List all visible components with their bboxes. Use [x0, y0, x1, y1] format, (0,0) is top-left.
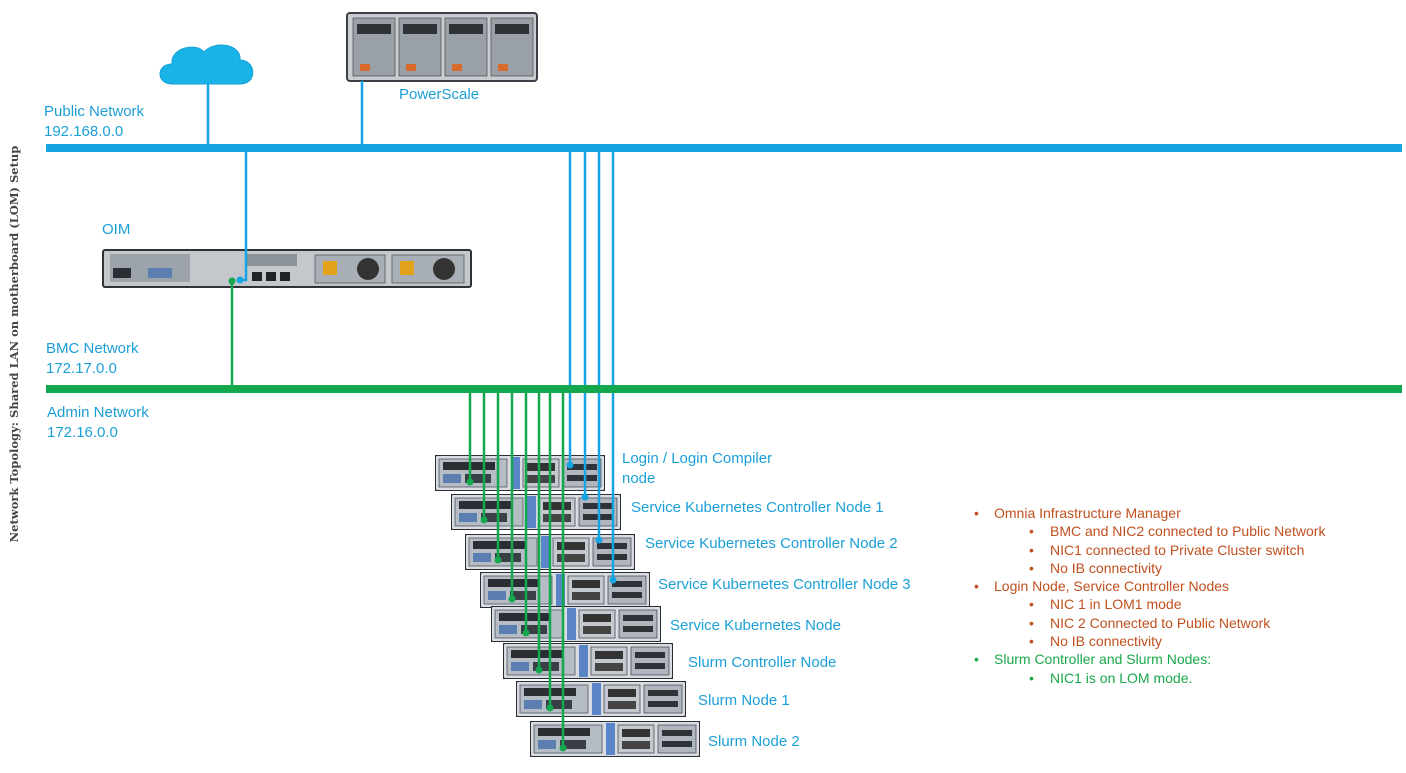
node-k8s-node	[491, 606, 661, 642]
public-network-name: Public Network	[44, 103, 145, 120]
node-label-slurm-controller: Slurm Controller Node	[688, 654, 837, 671]
note-subitem: No IB connectivity	[972, 632, 1325, 651]
bmc-network-subnet: 172.17.0.0	[46, 360, 117, 377]
admin-network-label: Admin Network 172.16.0.0	[47, 403, 149, 443]
bmc-network-label: BMC Network 172.17.0.0	[46, 339, 139, 379]
public-link-endpoints	[236, 276, 617, 584]
node-label-k8s-node: Service Kubernetes Node	[670, 617, 841, 634]
admin-network-subnet: 172.16.0.0	[47, 424, 118, 441]
note-subitem: NIC 2 Connected to Public Network	[972, 614, 1325, 633]
oim-server	[102, 249, 472, 288]
node-label-k8s-controller-2: Service Kubernetes Controller Node 2	[645, 535, 898, 552]
node-login	[435, 455, 605, 491]
note-subitem: No IB connectivity	[972, 559, 1325, 578]
node-label-k8s-controller-3: Service Kubernetes Controller Node 3	[658, 576, 911, 593]
admin-network-name: Admin Network	[47, 404, 149, 421]
note-subitem: BMC and NIC2 connected to Public Network	[972, 522, 1325, 541]
oim-label: OIM	[102, 221, 131, 238]
diagram-title-text: Network Topology: Shared LAN on motherbo…	[7, 145, 21, 543]
public-network-links	[46, 81, 1402, 580]
admin-network-links	[46, 281, 1402, 748]
note-subitem: NIC1 connected to Private Cluster switch	[972, 541, 1325, 560]
note-subitem: NIC 1 in LOM1 mode	[972, 595, 1325, 614]
node-label-slurm-1: Slurm Node 1	[698, 692, 790, 709]
node-label-slurm-2: Slurm Node 2	[708, 733, 800, 750]
powerscale-device	[346, 12, 538, 82]
powerscale-label: PowerScale	[399, 86, 480, 103]
node-slurm-2	[530, 721, 700, 757]
note-subitem: NIC1 is on LOM mode.	[972, 669, 1325, 688]
notes-list: Omnia Infrastructure Manager BMC and NIC…	[972, 504, 1325, 687]
node-label-k8s-controller-1: Service Kubernetes Controller Node 1	[631, 499, 884, 516]
admin-link-endpoints	[228, 277, 567, 752]
node-slurm-controller	[503, 643, 673, 679]
note-item: Omnia Infrastructure Manager	[972, 504, 1325, 523]
cloud-icon	[159, 44, 254, 85]
note-item: Slurm Controller and Slurm Nodes:	[972, 650, 1325, 669]
node-k8s-controller-1	[451, 494, 621, 530]
public-network-subnet: 192.168.0.0	[44, 123, 124, 140]
note-item: Login Node, Service Controller Nodes	[972, 577, 1325, 596]
node-slurm-1	[516, 681, 686, 717]
public-network-label: Public Network 192.168.0.0	[44, 102, 144, 142]
node-k8s-controller-3	[480, 572, 650, 608]
bmc-network-name: BMC Network	[46, 340, 139, 357]
node-label-login: Login / Login Compiler node	[622, 450, 773, 487]
